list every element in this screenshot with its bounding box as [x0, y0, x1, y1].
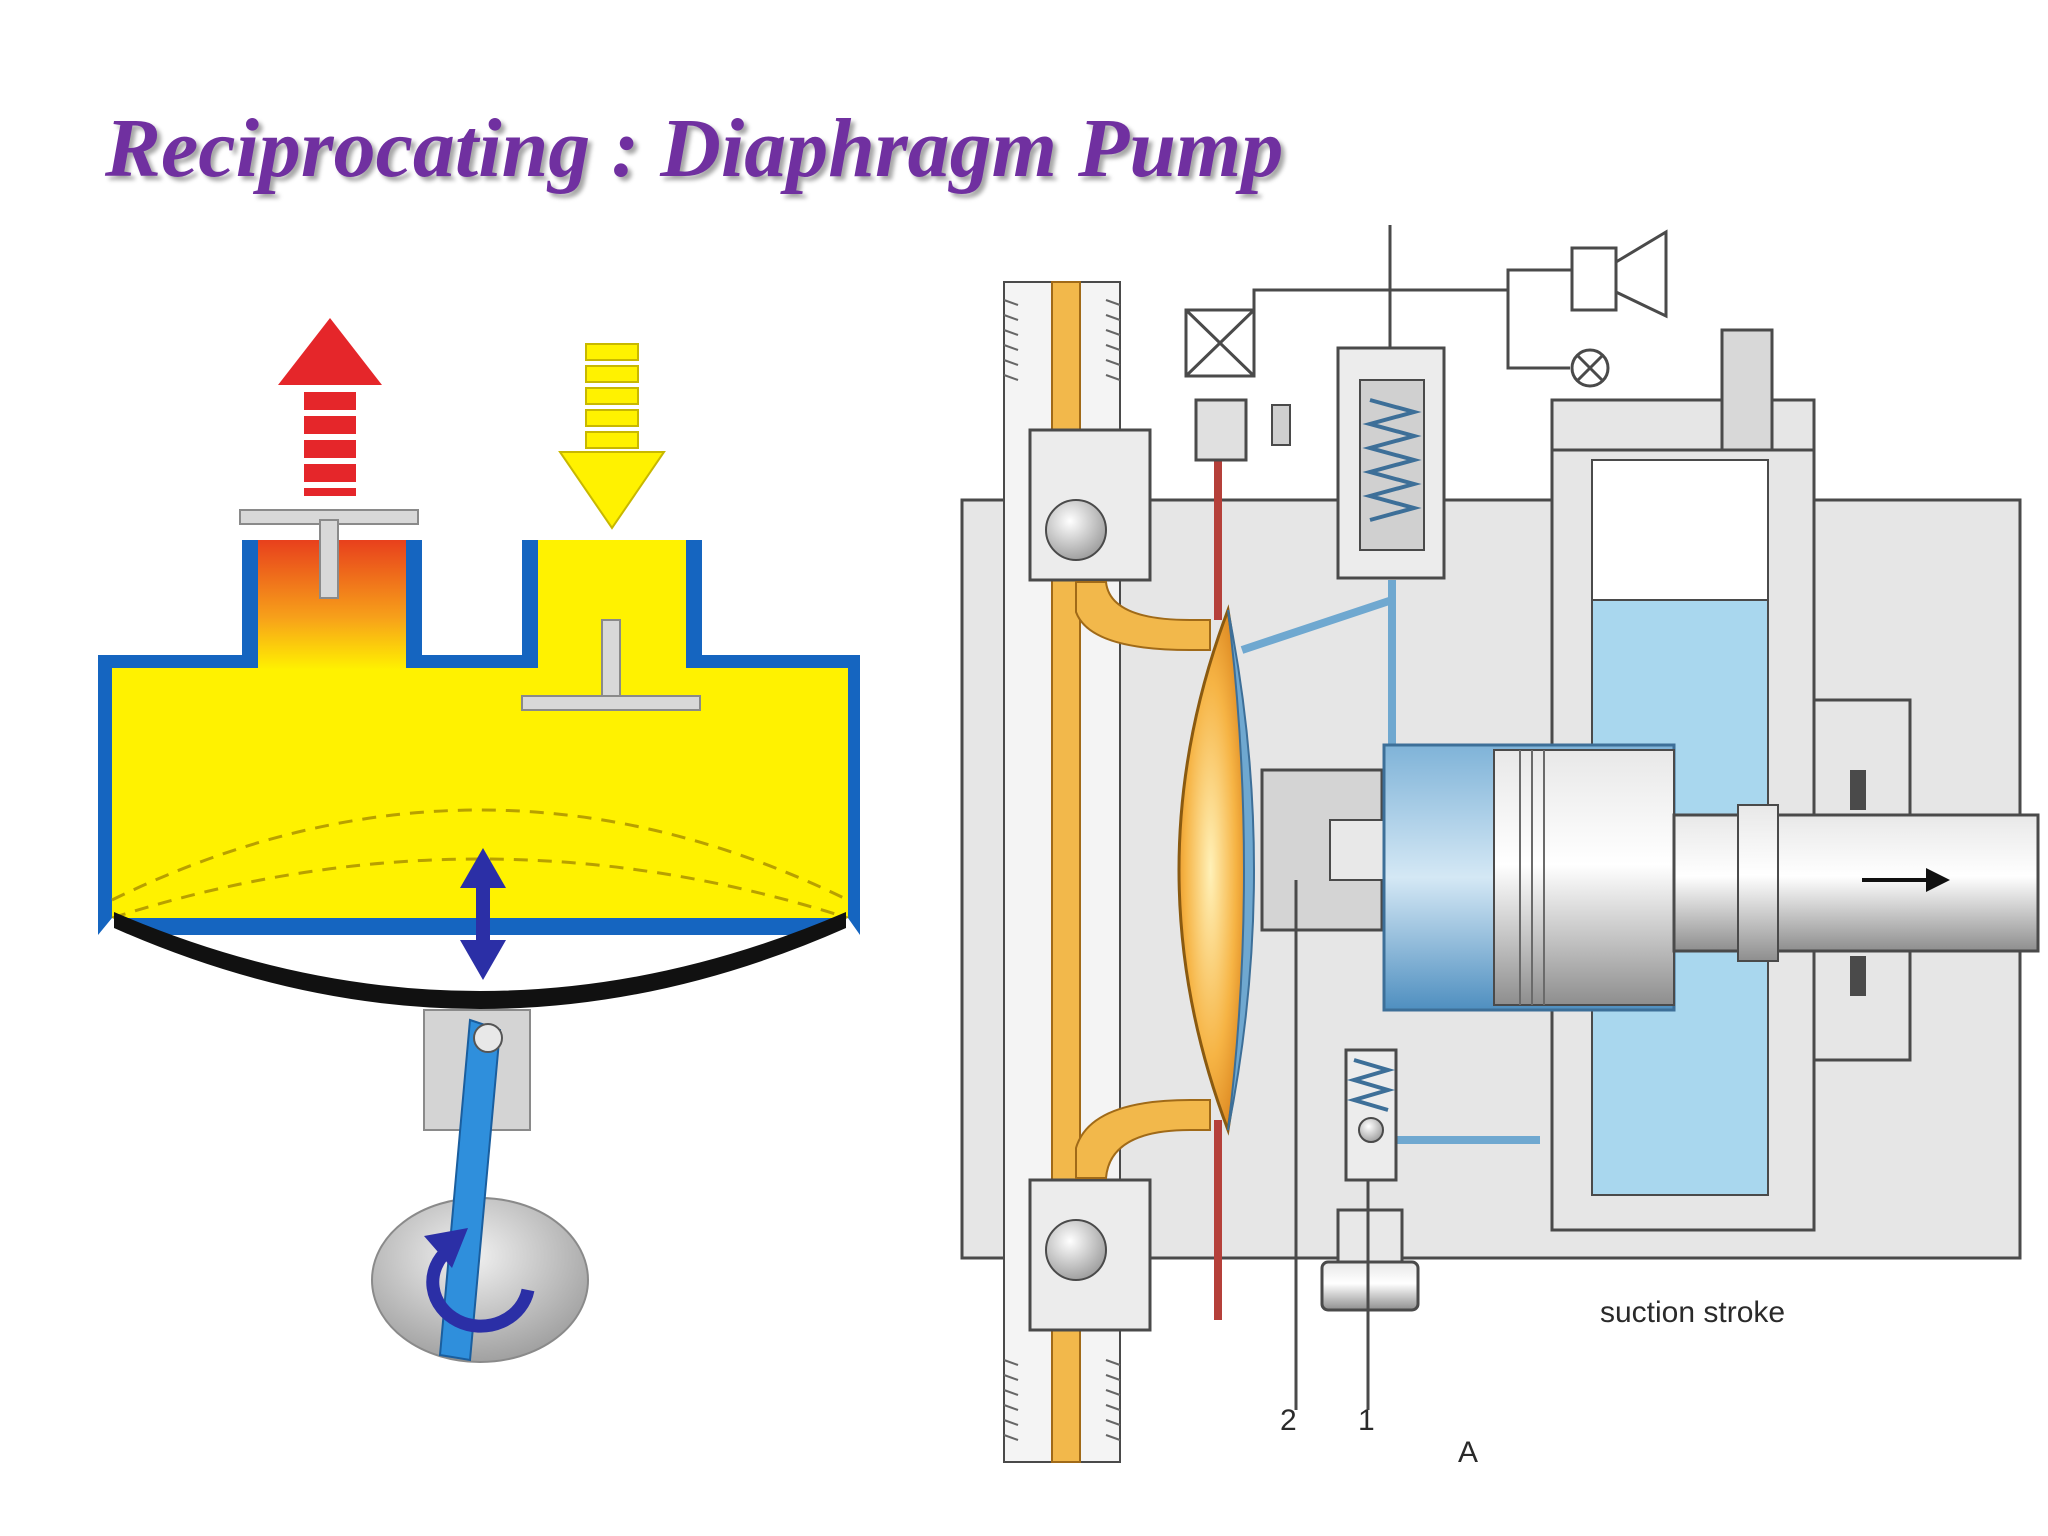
- diaphragm-top-position: [111, 808, 849, 902]
- suction-arrow-icon: [558, 343, 666, 530]
- drain-nut: [1320, 1260, 1420, 1312]
- pump-chamber-fluid: [112, 668, 848, 918]
- shaft-nut: [1737, 804, 1779, 962]
- relief-spring: [1362, 398, 1422, 522]
- upper-check-ball: [1045, 499, 1107, 561]
- plunger-rod: [1493, 749, 1675, 1006]
- lower-fluid-channel: [1075, 1099, 1211, 1179]
- upper-fluid-channel: [1075, 581, 1211, 651]
- diaphragm-hydraulic-side: [1227, 609, 1255, 1131]
- diagram-caption: suction stroke: [1600, 1296, 1785, 1329]
- diaphragm-mid-position: [111, 857, 849, 920]
- pipe-threads: [1003, 299, 1121, 1441]
- lower-check-ball: [1045, 1219, 1107, 1281]
- alarm-horn: [1614, 229, 1668, 319]
- pressure-switch: [1570, 246, 1618, 312]
- sectional-pump: [960, 225, 2040, 1463]
- rod-pin: [473, 1023, 503, 1053]
- part-label-1: 1: [1358, 1404, 1375, 1437]
- vent-plug: [1720, 328, 1774, 452]
- drive-shaft: [1672, 813, 2040, 953]
- inlet-valve: [521, 619, 701, 711]
- outlet-valve: [239, 509, 419, 599]
- diaphragm: [114, 912, 846, 1009]
- stroke-direction-arrow-icon: [1862, 868, 1950, 892]
- double-arrow-icon: [460, 848, 506, 980]
- rotation-arrow-icon: [424, 1228, 535, 1333]
- slide-title: Reciprocating : Diaphragm Pump: [105, 102, 1284, 195]
- view-label-a: A: [1458, 1436, 1478, 1469]
- part-label-2: 2: [1280, 1404, 1297, 1437]
- schematic-pump: [98, 318, 860, 1363]
- discharge-arrow-icon: [278, 318, 382, 496]
